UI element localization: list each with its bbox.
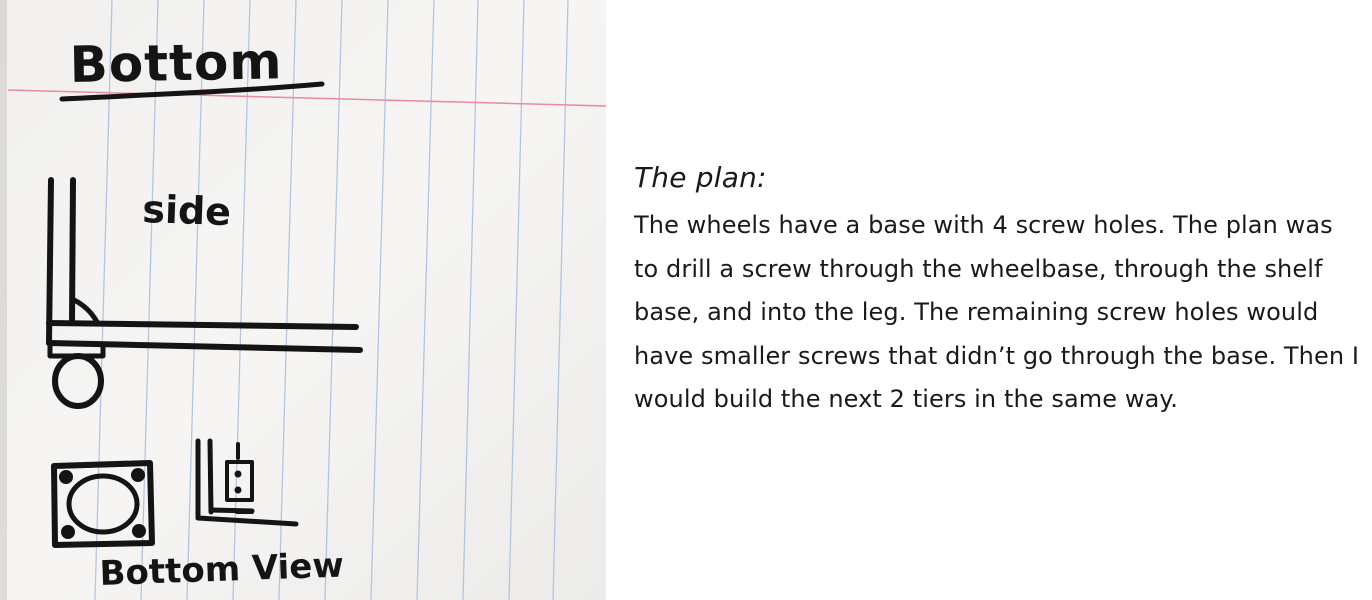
screw-hole-3 xyxy=(61,525,75,539)
wheel-plate-diagram xyxy=(51,460,155,548)
paper-edge xyxy=(0,0,7,600)
screw-hole-1 xyxy=(59,470,73,484)
wheel-plate-outline xyxy=(51,460,155,548)
sketch-drawing: Bottom side xyxy=(0,0,606,600)
detail-screw-hole xyxy=(234,486,242,494)
detail-wheel-plate xyxy=(225,460,254,502)
plan-heading: The plan: xyxy=(634,161,767,194)
wheel-plate-ring xyxy=(66,473,140,535)
screw-hole-2 xyxy=(131,468,145,482)
shelf-top-edge xyxy=(46,320,359,330)
wheel-icon xyxy=(52,353,104,409)
corner-brace xyxy=(71,297,100,325)
detail-leg-right xyxy=(207,438,214,515)
sketch-title: Bottom xyxy=(69,32,283,94)
ruled-lines xyxy=(94,0,569,600)
margin-line xyxy=(7,89,606,107)
title-underline xyxy=(59,81,325,102)
side-view-diagram: side xyxy=(46,177,363,409)
side-label: side xyxy=(142,187,232,234)
bottom-view-label: Bottom View xyxy=(99,545,344,593)
plan-description: The wheels have a base with 4 screw hole… xyxy=(634,211,1360,413)
leg-detail-diagram xyxy=(195,438,299,527)
screw-hole-4 xyxy=(132,524,146,538)
plan-text-panel: The plan: The wheels have a base with 4 … xyxy=(634,158,1364,422)
shelf-bottom-edge xyxy=(46,340,363,353)
sketch-title-handwriting: Bottom xyxy=(59,32,325,102)
notebook-sketch-photo: Bottom side xyxy=(0,0,606,600)
leg-left-edge xyxy=(46,177,54,346)
detail-screw-hole xyxy=(234,470,242,478)
paper-background xyxy=(0,0,606,600)
detail-shelf-bottom xyxy=(195,515,299,527)
